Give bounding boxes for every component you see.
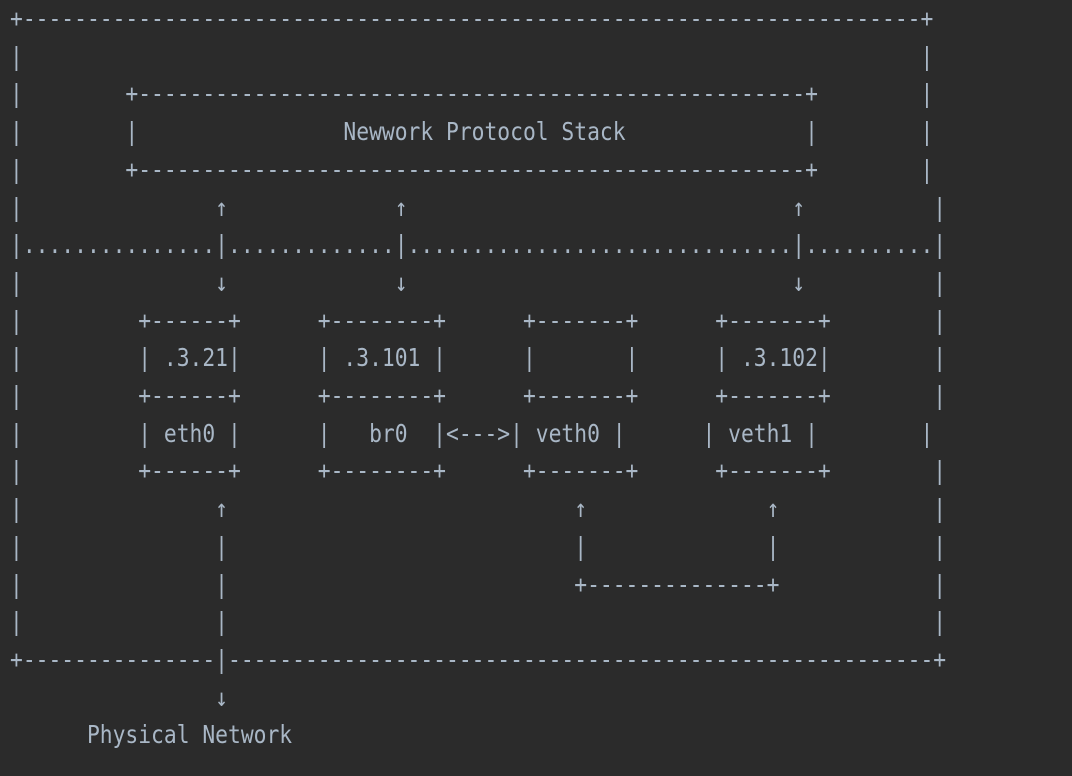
diagram-line: | | | | | bbox=[10, 531, 947, 561]
diagram-line: | +-------------------------------------… bbox=[10, 79, 934, 109]
diagram-line: | | | bbox=[10, 607, 947, 637]
diagram-line: | | bbox=[10, 41, 934, 71]
diagram-text: +---------------------------------------… bbox=[10, 0, 946, 754]
diagram-line: |...............|.............|.........… bbox=[10, 230, 947, 260]
diagram-line: +---------------|-----------------------… bbox=[10, 644, 947, 674]
diagram-line: | ↑ ↑ ↑ | bbox=[10, 192, 947, 222]
diagram-line: | | +--------------+ | bbox=[10, 569, 947, 599]
diagram-line: | | eth0 | | br0 |<--->| veth0 | | veth1… bbox=[10, 418, 934, 448]
diagram-line: | | Newwork Protocol Stack | | bbox=[10, 117, 934, 147]
diagram-line: +---------------------------------------… bbox=[10, 4, 934, 33]
diagram-line: | ↑ ↑ ↑ | bbox=[10, 494, 947, 524]
diagram-line: | ↓ ↓ ↓ | bbox=[10, 267, 947, 297]
diagram-line: ↓ bbox=[10, 682, 229, 712]
diagram-line: | +------+ +--------+ +-------+ +-------… bbox=[10, 305, 947, 335]
diagram-line: | | .3.21| | .3.101 | | | | .3.102| | bbox=[10, 343, 947, 373]
diagram-line: | +------+ +--------+ +-------+ +-------… bbox=[10, 456, 947, 486]
diagram-line: Physical Network bbox=[10, 720, 293, 750]
diagram-line: | +-------------------------------------… bbox=[10, 154, 934, 184]
diagram-line: | +------+ +--------+ +-------+ +-------… bbox=[10, 381, 947, 411]
